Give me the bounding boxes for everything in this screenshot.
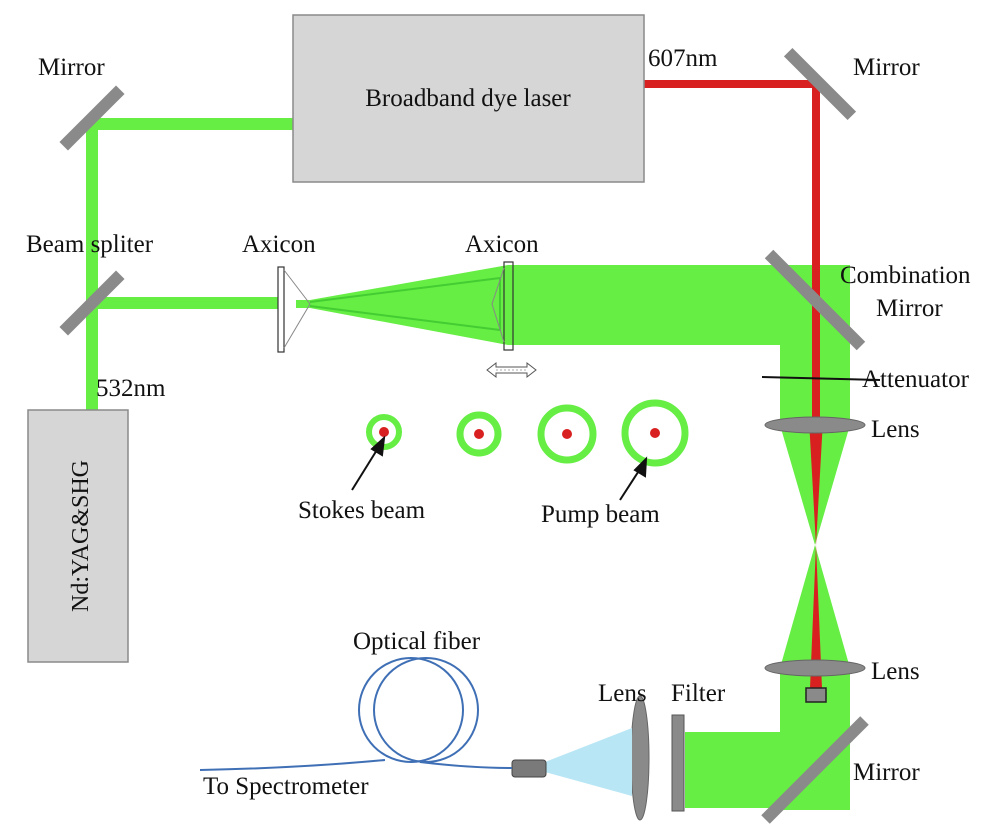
mirror-bottom: [761, 716, 869, 824]
wavelength-red-label: 607nm: [648, 45, 718, 72]
green-beam-to-dye-laser: [86, 118, 294, 130]
mirror-top-left: [59, 85, 125, 151]
beam-splitter-plate: [59, 270, 125, 336]
mirror-bottom-label: Mirror: [853, 759, 920, 786]
dye-laser-box: [292, 14, 645, 183]
beam-cross-sections: [366, 399, 689, 467]
optical-fiber-label: Optical fiber: [353, 628, 481, 655]
beam-splitter-label: Beam spliter: [26, 231, 154, 258]
nd-yag-label: Nd:YAG&SHG: [68, 460, 94, 612]
lens-upper-label: Lens: [871, 416, 920, 443]
wavelength-green-label: 532nm: [96, 375, 166, 402]
green-beam-paths: [86, 118, 850, 810]
attenuator-line: [761, 376, 881, 381]
green-beam-to-axicon: [92, 297, 282, 309]
red-beam-paths: [644, 80, 823, 688]
lens-lower-label: Lens: [871, 658, 920, 685]
filter-label: Filter: [671, 680, 726, 707]
pump-beam-label: Pump beam: [541, 501, 660, 528]
axicon-2: [491, 261, 514, 351]
axicon-1: [277, 266, 311, 353]
attenuator-label: Attenuator: [862, 366, 970, 393]
stokes-beam-arrow: [351, 435, 386, 491]
axicon-1-cone-outline: [283, 269, 311, 349]
red-beam-vertical: [812, 80, 820, 420]
axicon-2-plate: [503, 261, 514, 351]
green-beam-cone-edge: [309, 276, 501, 332]
nd-yag-box: [27, 409, 129, 663]
mirror-top-left-label: Mirror: [38, 54, 105, 81]
red-beam-focus-lower: [810, 545, 822, 688]
red-beam-horizontal: [644, 80, 820, 88]
combination-mirror-label-line1: Combination: [840, 262, 971, 289]
dye-laser-label: Broadband dye laser: [365, 85, 571, 112]
optical-fiber-coil: [199, 657, 513, 771]
mirrors: [59, 47, 869, 824]
axicon-1-plate: [277, 266, 285, 353]
combination-mirror: [764, 249, 866, 351]
axicon-2-label: Axicon: [465, 231, 539, 258]
combination-mirror-label-line2: Mirror: [876, 295, 943, 322]
pump-beam-arrow: [619, 456, 648, 501]
stokes-beam-label: Stokes beam: [298, 497, 426, 524]
mirror-top-right: [783, 47, 857, 121]
to-spectrometer-label: To Spectrometer: [203, 773, 369, 800]
axicon-2-cone-outline: [491, 267, 505, 343]
axicon-1-label: Axicon: [242, 231, 316, 258]
lens-lower: [764, 659, 866, 677]
green-beam-wide-lower-horizontal: [685, 732, 850, 808]
green-beam-wide-horizontal: [508, 265, 808, 345]
fiber-connector: [511, 759, 547, 778]
lens-collect-label: Lens: [598, 680, 647, 707]
mirror-top-right-label: Mirror: [853, 54, 920, 81]
collection-light-cone: [545, 728, 632, 796]
translation-arrow-icon: [486, 361, 537, 379]
beam-block: [805, 687, 827, 703]
red-beam-focus-upper: [809, 420, 823, 545]
green-beam-vertical-left: [86, 118, 98, 410]
lens-upper: [764, 416, 866, 434]
green-beam-axicon-cone: [296, 265, 508, 345]
collection-lens: [630, 695, 650, 821]
filter-plate: [671, 714, 685, 812]
